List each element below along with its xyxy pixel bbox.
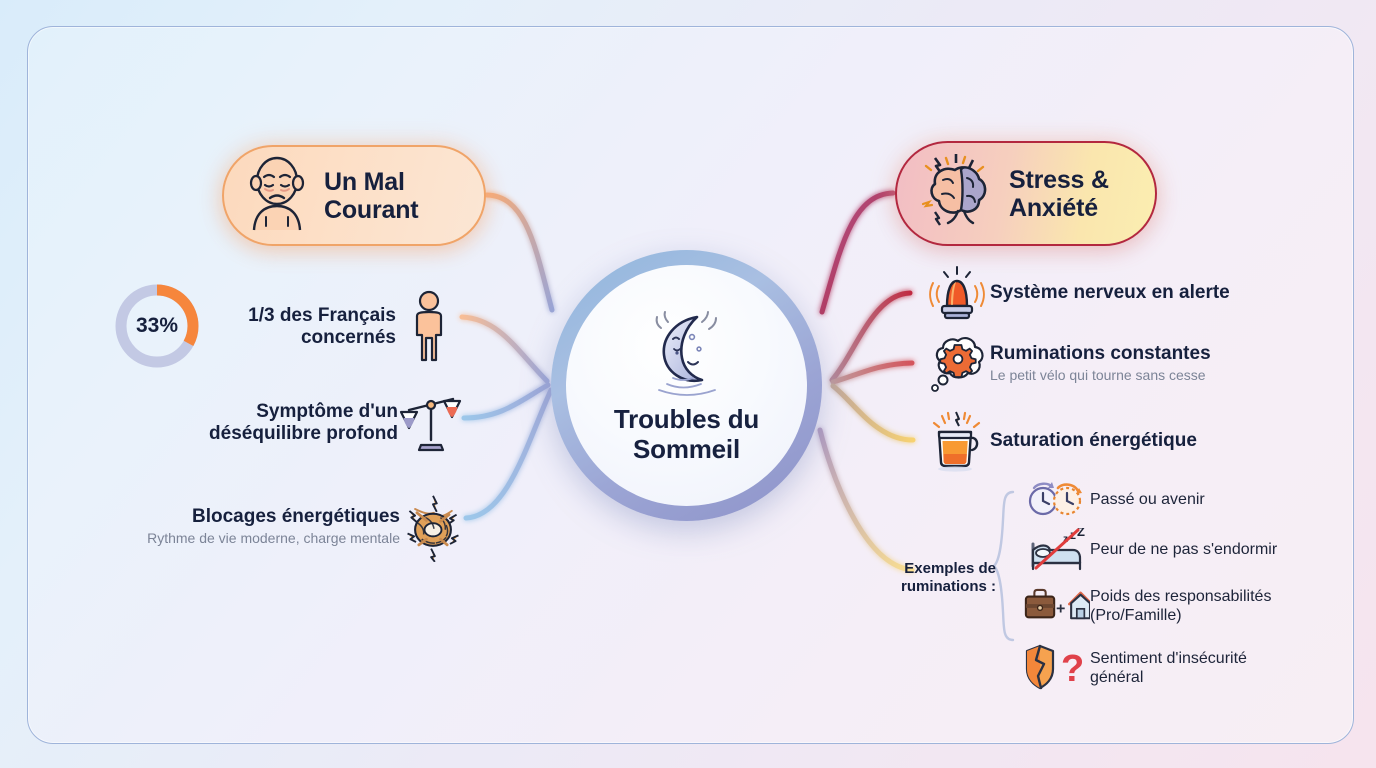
branch-pill-left-label: Un Mal Courant: [324, 167, 419, 224]
left-item-2-text: Symptôme d'un déséquilibre profond: [209, 400, 398, 444]
center-title: Troubles du Sommeil: [613, 404, 760, 464]
right-item-2[interactable]: Ruminations constantes Le petit vélo qui…: [924, 332, 1211, 394]
briefcase-plus-house-icon: +: [1024, 583, 1090, 629]
left-item-3[interactable]: Blocages énergétiques Rythme de vie mode…: [60, 490, 466, 562]
left-item-1[interactable]: 1/3 des Français concernés: [150, 290, 462, 364]
sublist-brace: [992, 490, 1015, 642]
branch-pill-un-mal-courant[interactable]: Un Mal Courant: [222, 145, 486, 246]
right-item-3-text: Saturation énergétique: [990, 429, 1197, 451]
no-sleep-bed-icon: z z Z: [1024, 528, 1090, 572]
center-node[interactable]: Troubles du Sommeil: [551, 250, 822, 521]
sublist-item-2-text: Peur de ne pas s'endormir: [1090, 541, 1278, 559]
center-node-inner: Troubles du Sommeil: [566, 265, 807, 506]
standing-person-icon: [396, 290, 462, 364]
left-item-3-text: Blocages énergétiques Rythme de vie mode…: [147, 505, 400, 546]
right-item-2-text: Ruminations constantes Le petit vélo qui…: [990, 342, 1211, 383]
broken-shield-question-icon: ?: [1024, 643, 1090, 693]
donut-chart-33-percent: 33%: [110, 279, 204, 373]
svg-text:?: ?: [1061, 648, 1084, 690]
sublist-item-1[interactable]: Passé ou avenir: [1024, 478, 1277, 522]
left-item-2[interactable]: Symptôme d'un déséquilibre profond: [150, 392, 464, 454]
donut-value-label: 33%: [135, 314, 179, 337]
crescent-moon-icon: [655, 311, 717, 397]
tangled-knot-icon: [400, 490, 466, 562]
sublist-item-4[interactable]: ? Sentiment d'insécurité général: [1024, 640, 1277, 696]
left-item-1-text: 1/3 des Français concernés: [248, 304, 396, 348]
tired-face-person-icon: [240, 154, 314, 237]
brain-stress-icon: [913, 150, 999, 237]
balance-scale-icon: [398, 392, 464, 454]
svg-text:+: +: [1056, 600, 1065, 618]
right-item-1[interactable]: Système nerveux en alerte: [924, 264, 1230, 322]
thought-bubble-gear-icon: [924, 332, 990, 394]
ruminations-sublist: Passé ou avenir z z Z Peur de ne pas s'e…: [1024, 478, 1277, 702]
sublist-item-3[interactable]: + Poids des responsabilités (Pro/Famille…: [1024, 578, 1277, 634]
sublist-item-3-text: Poids des responsabilités (Pro/Famille): [1090, 587, 1272, 624]
sublist-item-2[interactable]: z z Z Peur de ne pas s'endormir: [1024, 528, 1277, 572]
svg-text:Z: Z: [1077, 528, 1085, 539]
hot-drink-mug-icon: [924, 410, 990, 472]
alarm-siren-icon: [924, 264, 990, 322]
right-item-3[interactable]: Saturation énergétique: [924, 410, 1197, 472]
sublist-label: Exemples de ruminations :: [900, 560, 996, 595]
sublist-item-1-text: Passé ou avenir: [1090, 491, 1205, 509]
branch-pill-stress-anxiete[interactable]: Stress & Anxiété: [895, 141, 1157, 246]
right-item-1-text: Système nerveux en alerte: [990, 281, 1230, 303]
clocks-past-future-icon: [1024, 479, 1090, 521]
sublist-item-4-text: Sentiment d'insécurité général: [1090, 649, 1247, 686]
branch-pill-right-label: Stress & Anxiété: [1009, 165, 1109, 222]
